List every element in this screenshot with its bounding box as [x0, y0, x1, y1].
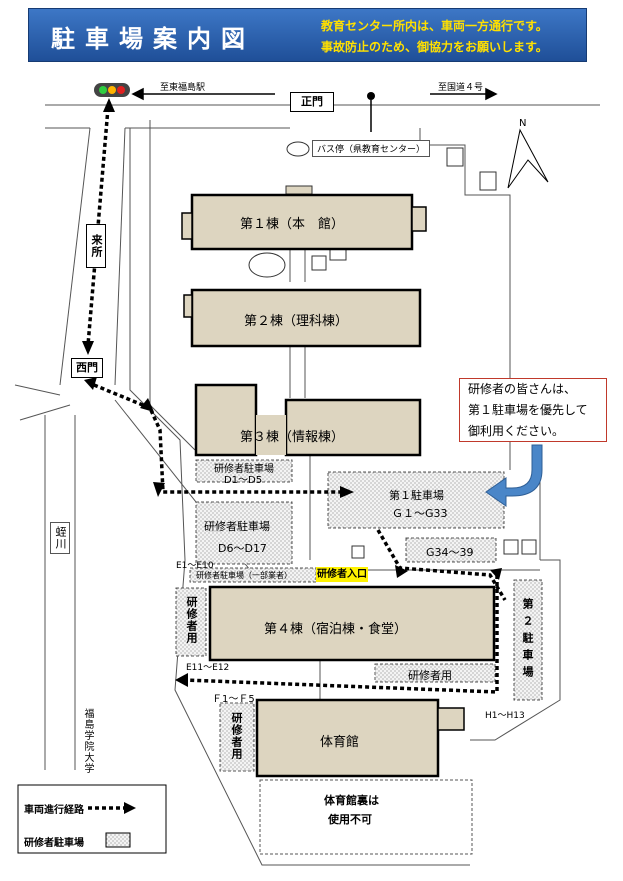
building-3 — [194, 383, 258, 457]
parking-lot-gym-back — [259, 779, 473, 855]
road-direction-arrows — [131, 87, 498, 101]
parking-lot-e-vertical — [175, 587, 207, 657]
parking-lot-g34 — [405, 537, 497, 563]
parking-e1-note: 研修者駐車場（一部業者） — [196, 571, 292, 580]
callout-line-1: 研修者の皆さんは、 — [468, 382, 577, 396]
west-gate-label: 西門 — [71, 358, 103, 378]
parking-d6-range: D6～D17 — [218, 542, 267, 555]
page-title: 駐車場案内図 — [51, 25, 255, 53]
parking-lot-h — [513, 579, 543, 701]
bus-stop-label: バス停（県教育センター） — [312, 140, 431, 157]
bus-stop-icon — [367, 92, 375, 132]
parking-lot-d1 — [195, 459, 293, 483]
building-2 — [190, 288, 422, 348]
label-to-route4: 至国道４号 — [438, 83, 484, 93]
callout-line-2: 第１駐車場を優先して — [468, 403, 588, 417]
building-4-label: 第４棟（宿泊棟・食堂） — [264, 622, 408, 637]
north-label: N — [519, 118, 527, 129]
header-banner: 駐車場案内図 教育センター所内は、車両一方通行です。 事故防止のため、御協力をお… — [28, 8, 587, 62]
parking-d1-range: D1～D5 — [224, 475, 263, 486]
main-gate-label: 正門 — [290, 92, 334, 112]
parking-f-range: Ｆ1～Ｆ5 — [212, 694, 255, 705]
parking-g1-range: Ｇ１～G33 — [392, 507, 448, 520]
building-3-label: 第３棟（情報棟） — [240, 430, 345, 445]
north-arrow-icon — [507, 128, 549, 189]
trainee-notice-callout: 研修者の皆さんは、 第１駐車場を優先して 御利用ください。 — [459, 378, 607, 442]
legend-box — [17, 784, 167, 854]
gym-back-line-2: 使用不可 — [328, 813, 372, 826]
river-label: 蛭川 — [50, 522, 70, 554]
legend-route-label: 車両進行経路 — [24, 805, 84, 816]
arrival-label: 来所 — [86, 224, 106, 268]
parking-lot-f — [219, 702, 255, 772]
callout-line-3: 御利用ください。 — [468, 424, 565, 438]
building-1-label: 第１棟（本 館） — [240, 217, 345, 232]
label-to-east-fukushima: 至東福島駅 — [160, 83, 206, 93]
building-2-label: 第２棟（理科棟） — [244, 314, 349, 329]
small-structures — [248, 141, 537, 559]
parking-g1-title: 第１駐車場 — [389, 489, 444, 502]
parking-lot-trainee — [374, 663, 496, 683]
gym-label: 体育館 — [320, 735, 360, 750]
building-4 — [208, 585, 496, 662]
parking-trainee-label: 研修者用 — [408, 669, 452, 682]
road-outlines — [14, 104, 600, 866]
buildings — [181, 193, 496, 778]
gym-back-line-1: 体育館裏は — [324, 794, 379, 807]
notice-line-2: 事故防止のため、御協力をお願いします。 — [321, 40, 548, 54]
parking-h-range: H1～H13 — [485, 711, 525, 721]
gym — [255, 698, 440, 778]
parking-d1-title: 研修者駐車場 — [214, 464, 274, 475]
trainee-entrance-label: 研修者入口 — [316, 567, 368, 582]
parking-lot-d6 — [195, 501, 293, 565]
notice-line-1: 教育センター所内は、車両一方通行です。 — [321, 19, 548, 33]
parking-h-vertical: 第２駐車場 — [521, 598, 534, 683]
parking-d6-title: 研修者駐車場 — [204, 520, 270, 533]
university-label: 福島学院大学 — [82, 708, 93, 774]
vehicle-route — [86, 107, 507, 694]
parking-e1-range: E1～E10 — [176, 561, 214, 571]
parking-g34-range: G34～39 — [426, 546, 474, 559]
route-arrowheads — [82, 98, 502, 687]
parking-f-vertical: 研修者用 — [230, 712, 243, 760]
parking-lots — [175, 459, 543, 855]
traffic-light-icon — [94, 83, 130, 97]
parking-e-vertical: 研修者用 — [185, 596, 198, 644]
callout-blue-arrow — [485, 444, 543, 507]
parking-lot-g1 — [327, 471, 505, 529]
building-1 — [190, 193, 414, 251]
parking-e11-range: E11～E12 — [186, 663, 230, 673]
legend-parking-label: 研修者駐車場 — [24, 838, 84, 849]
